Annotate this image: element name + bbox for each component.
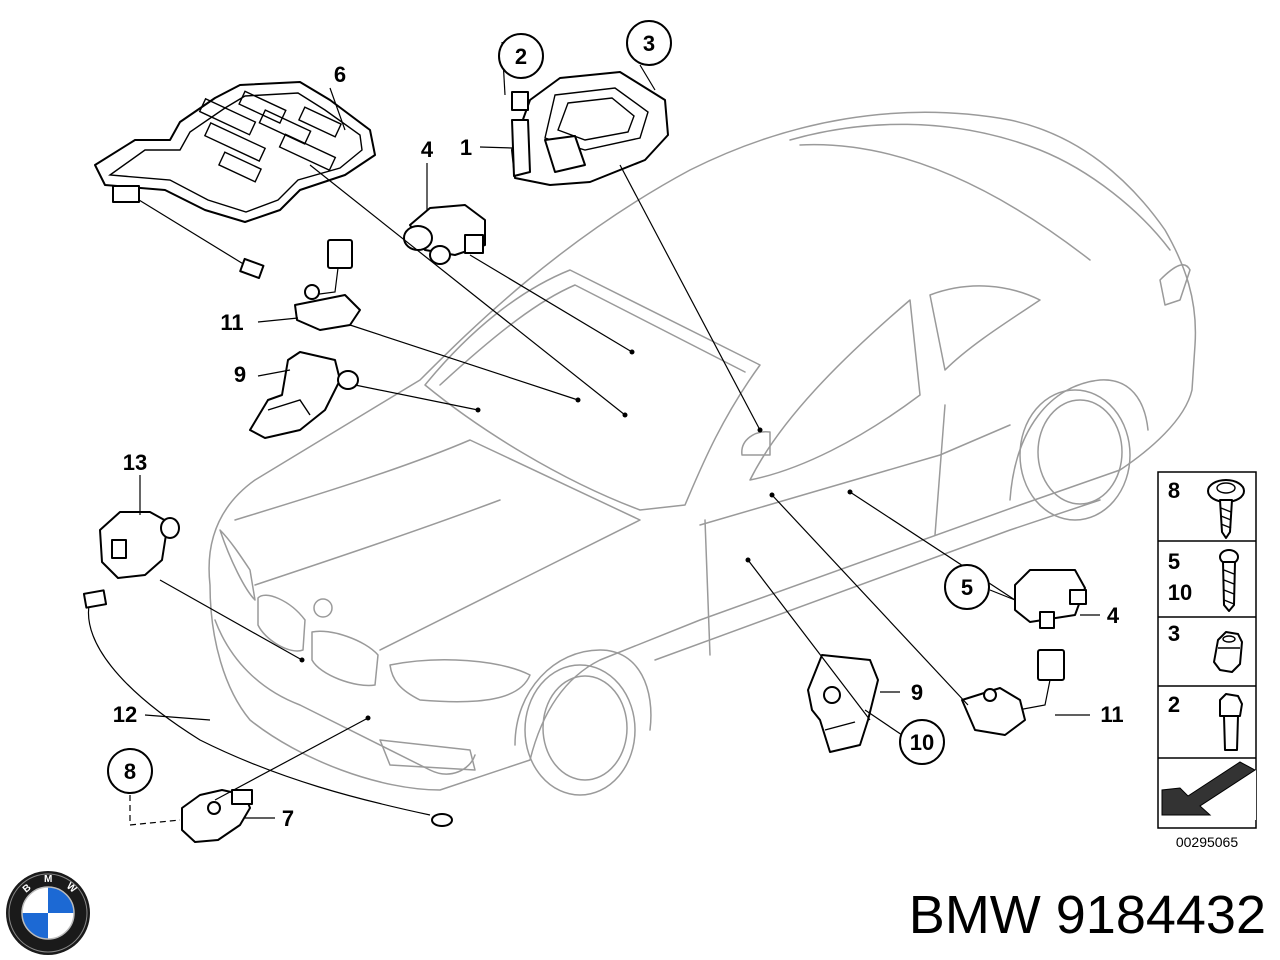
crash-sensor-upper bbox=[249, 351, 359, 439]
callout-4-right: 4 bbox=[1107, 603, 1120, 628]
pressure-sensor-top bbox=[403, 204, 486, 265]
callout-9-upper: 9 bbox=[234, 362, 246, 387]
callout-7: 7 bbox=[282, 806, 294, 831]
table-label-10: 10 bbox=[1168, 580, 1192, 605]
diagram-number: 00295065 bbox=[1176, 834, 1239, 850]
front-impact-sensor bbox=[99, 511, 180, 579]
car-outline bbox=[208, 111, 1197, 796]
callout-10: 10 bbox=[910, 730, 934, 755]
callout-1: 1 bbox=[460, 135, 472, 160]
table-label-8: 8 bbox=[1168, 478, 1180, 503]
callout-4-top: 4 bbox=[421, 137, 434, 162]
table-label-5: 5 bbox=[1168, 549, 1180, 574]
lower-impact-sensor bbox=[181, 789, 253, 843]
callout-11-upper: 11 bbox=[220, 310, 243, 335]
leader-lines bbox=[129, 41, 1100, 826]
hex-bolt-icon bbox=[1219, 693, 1243, 751]
long-screw-icon bbox=[1219, 549, 1239, 612]
callout-9-lower: 9 bbox=[911, 680, 923, 705]
hardware-table: 8 5 10 3 2 bbox=[1157, 471, 1257, 850]
airbag-control-unit bbox=[511, 71, 669, 186]
screw-with-washer-icon bbox=[1207, 479, 1245, 539]
callout-5: 5 bbox=[961, 575, 973, 600]
callout-8: 8 bbox=[124, 759, 136, 784]
part-title: BMW 9184432 bbox=[909, 885, 1266, 945]
callout-6: 6 bbox=[334, 62, 346, 87]
belt-buckle-sensor-lower bbox=[961, 649, 1065, 736]
crash-sensor-lower bbox=[807, 654, 879, 753]
front-direction-arrow-icon bbox=[1161, 761, 1256, 820]
callout-2: 2 bbox=[515, 44, 527, 69]
side-pressure-sensor bbox=[1014, 569, 1087, 629]
seat-occupancy-mat bbox=[94, 81, 376, 279]
callout-12: 12 bbox=[113, 702, 137, 727]
belt-buckle-sensor-upper bbox=[294, 239, 361, 331]
callout-11-lower: 11 bbox=[1100, 702, 1123, 727]
logo-text-m: M bbox=[44, 874, 52, 885]
callout-13: 13 bbox=[123, 450, 147, 475]
table-label-3: 3 bbox=[1168, 621, 1180, 646]
hex-nut-icon bbox=[1213, 631, 1243, 673]
callout-3: 3 bbox=[643, 31, 655, 56]
callouts: 2 3 1 4 6 11 9 13 12 8 7 5 4 9 10 11 bbox=[107, 20, 1124, 831]
table-label-2: 2 bbox=[1168, 692, 1180, 717]
bmw-roundel-icon: B M W bbox=[6, 871, 90, 955]
sensor-cable bbox=[82, 589, 453, 827]
